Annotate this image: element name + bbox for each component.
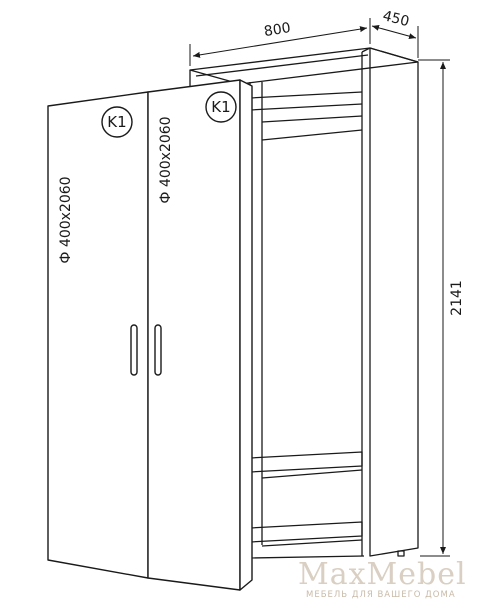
left-door-handle [130,324,138,376]
width-dimension-line [192,26,368,58]
cabinet-side-panel [369,47,419,557]
height-dimension-label: 2141 [449,280,465,316]
middle-shelf-back [261,469,363,479]
top-shelf [249,91,363,123]
cabinet-top-panel [189,47,419,85]
right-door-marker-label: K1 [211,98,230,116]
watermark-tagline: МЕБЕЛЬ ДЛЯ ВАШЕГО ДОМА [306,590,456,600]
depth-dimension-label: 450 [381,8,411,30]
dimension-lines [189,18,450,557]
depth-dimension-line [371,24,417,40]
middle-shelf [249,451,363,473]
right-door-handle [154,324,162,376]
right-door-marker [205,91,237,123]
bottom-shelf-back [261,539,363,547]
left-door [47,91,149,579]
left-door-marker [101,106,133,138]
cabinet-interior-frame [249,82,365,559]
left-door-size-label: Ф 400x2060 [58,176,74,263]
left-door-marker-label: K1 [107,113,126,131]
watermark-brand: MaxMebel [298,557,467,592]
right-door-edge [239,79,253,591]
clothes-rail [261,129,363,141]
cabinet-top-edge [195,54,369,77]
cabinet-foot [397,550,405,557]
watermark: MaxMebel МЕБЕЛЬ ДЛЯ ВАШЕГО ДОМА [298,557,467,600]
right-door [147,79,253,591]
right-door-size-label: Ф 400x2060 [158,116,174,203]
bottom-shelf [249,521,363,543]
width-dimension-label: 800 [263,20,292,40]
